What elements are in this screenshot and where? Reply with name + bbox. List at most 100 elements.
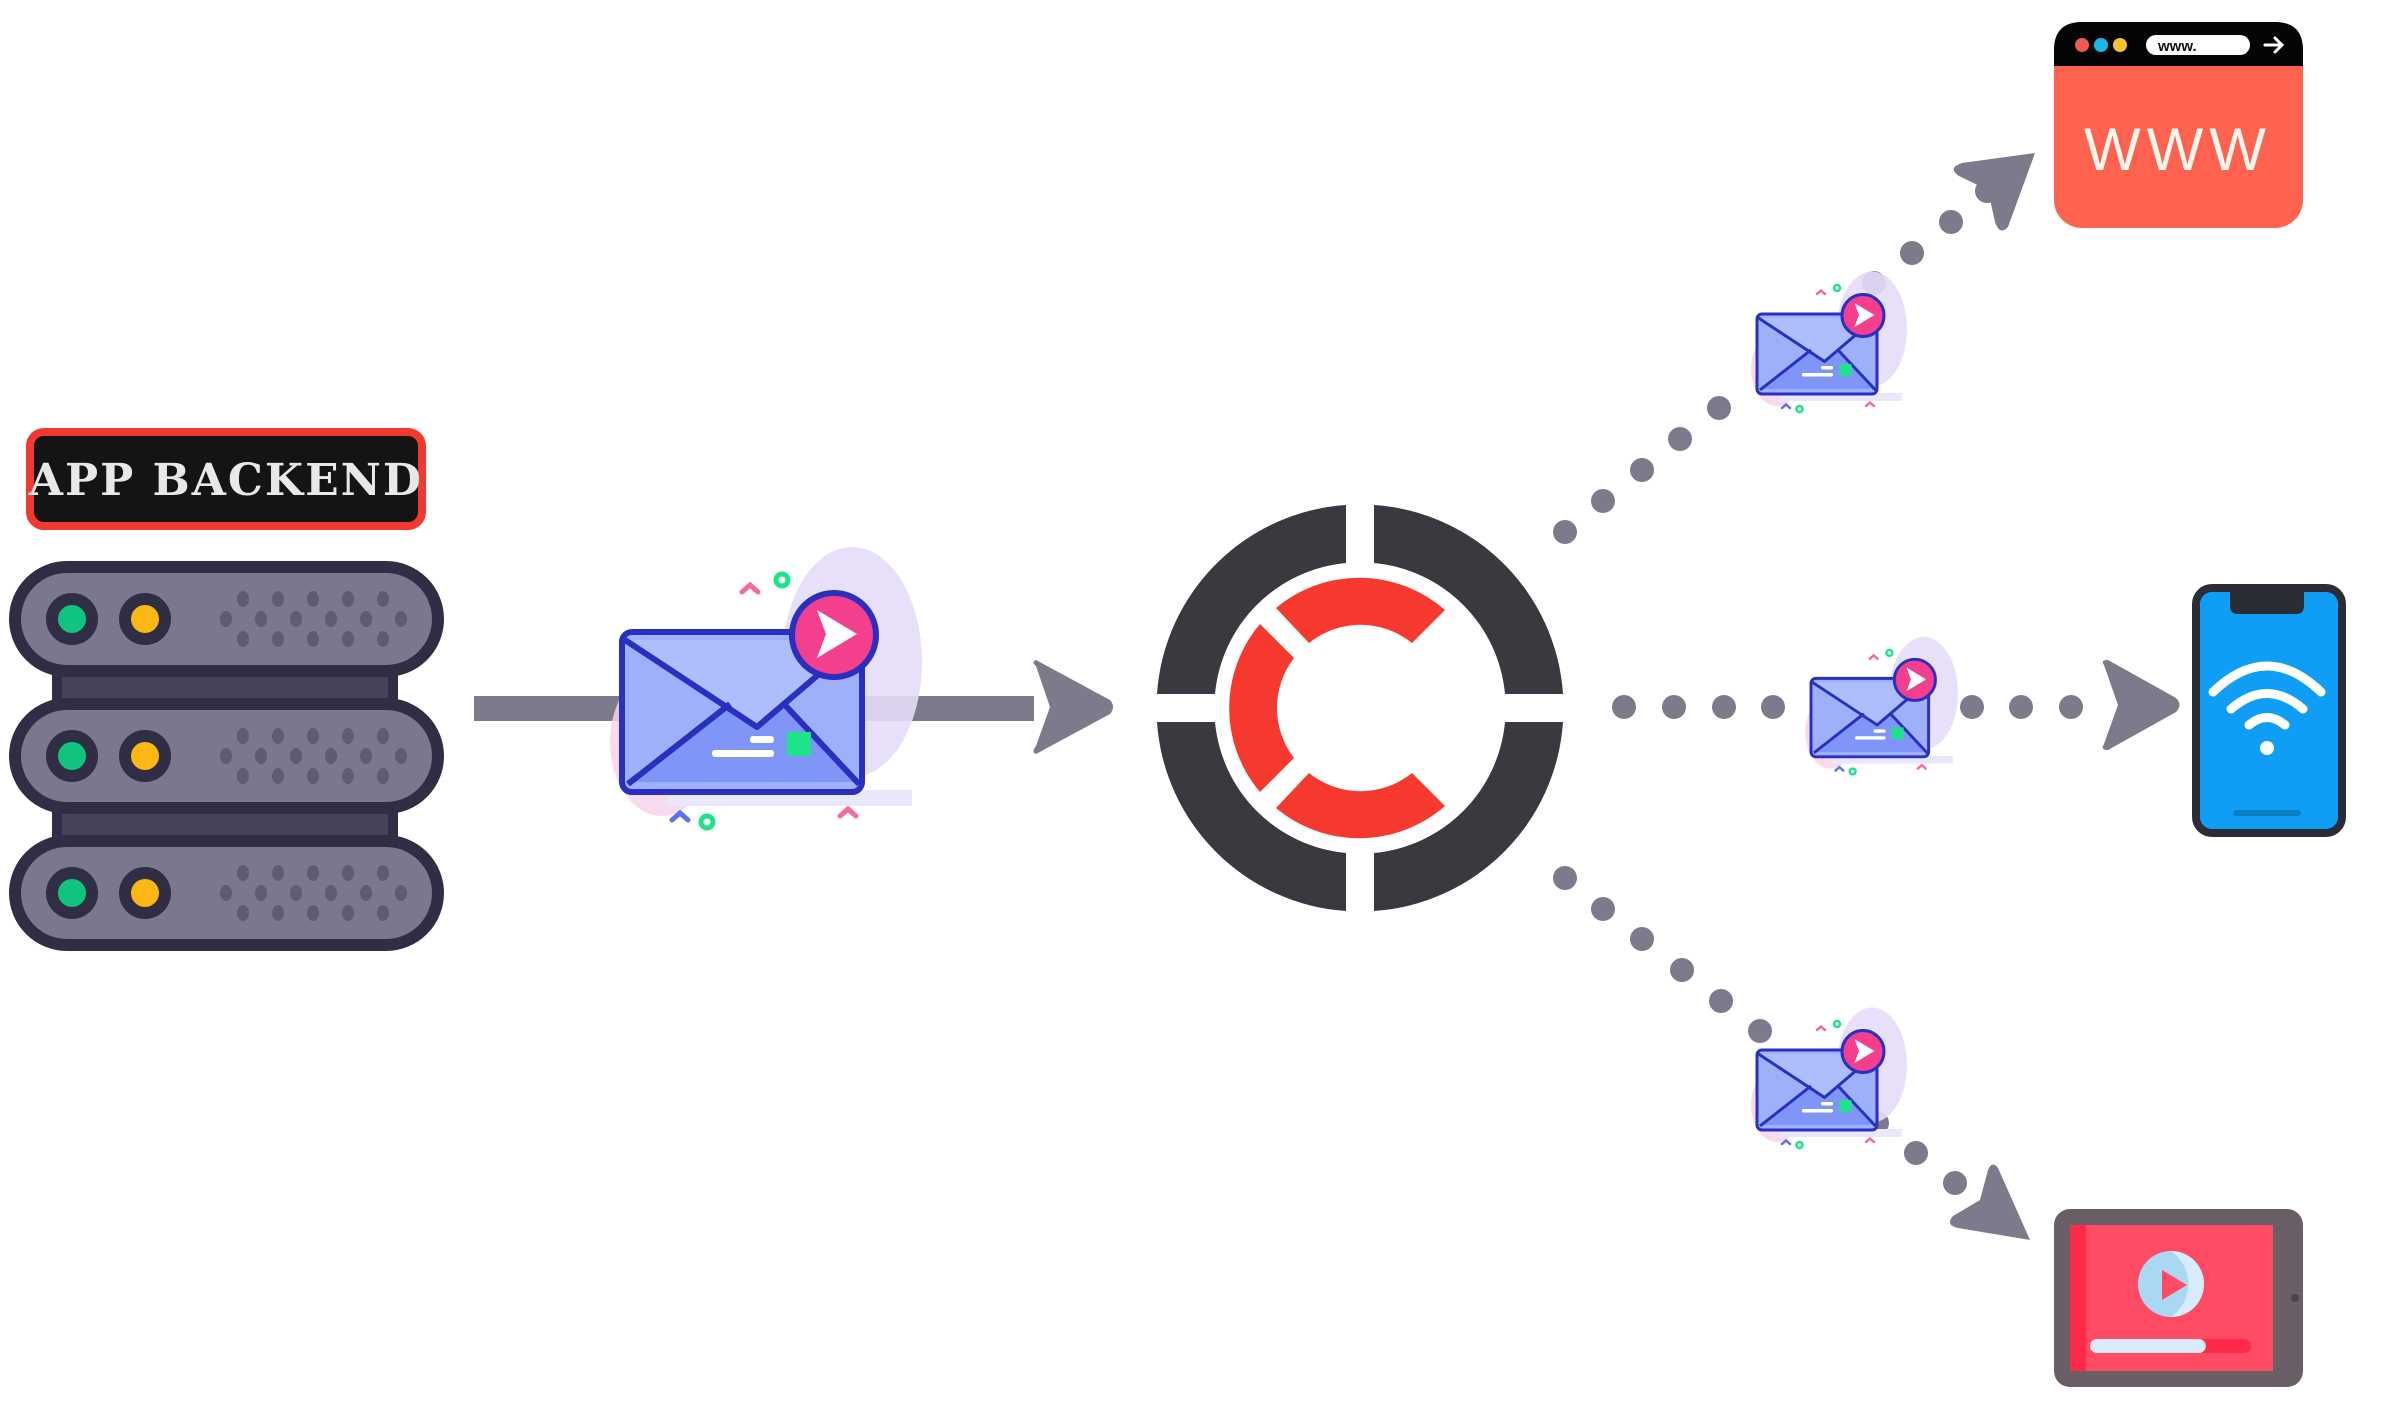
video-progress-bar — [2090, 1339, 2251, 1353]
vent-hole — [377, 905, 389, 921]
vent-hole — [290, 885, 302, 901]
window-dot-icon — [2094, 38, 2108, 52]
arrowhead-icon — [1949, 1164, 2030, 1240]
vent-hole — [342, 591, 354, 607]
connector-dot — [1748, 1019, 1772, 1043]
vent-hole — [290, 748, 302, 764]
vent-hole — [377, 728, 389, 744]
vent-hole — [237, 768, 249, 784]
connector-dot — [1943, 1171, 1967, 1195]
vent-hole — [272, 728, 284, 744]
source-label: APP BACKEND — [26, 428, 426, 530]
vent-hole — [237, 728, 249, 744]
connector-dot — [1591, 897, 1615, 921]
server-rack-icon — [9, 561, 444, 951]
vent-hole — [360, 748, 372, 764]
vent-hole — [272, 865, 284, 881]
connector-dot — [1670, 958, 1694, 982]
connector-dot — [1591, 489, 1615, 513]
browser-window-icon: www. WWW — [2054, 22, 2303, 228]
vent-hole — [377, 631, 389, 647]
vent-hole — [377, 591, 389, 607]
vent-hole — [360, 885, 372, 901]
vent-hole — [307, 768, 319, 784]
connector-dot — [1939, 210, 1963, 234]
connector-dot — [1662, 695, 1686, 719]
vent-hole — [237, 591, 249, 607]
led-yellow-icon — [119, 867, 171, 919]
led-green-icon — [46, 867, 98, 919]
vent-hole — [237, 631, 249, 647]
vent-hole — [220, 885, 232, 901]
vent-hole — [342, 768, 354, 784]
arrowhead-icon — [2102, 660, 2180, 750]
connector-dot — [1668, 427, 1692, 451]
connector-dot — [1900, 241, 1924, 265]
smartphone-icon — [2192, 584, 2346, 837]
window-dot-icon — [2075, 38, 2089, 52]
vent-hole — [237, 905, 249, 921]
vent-hole — [377, 865, 389, 881]
vent-hole — [377, 768, 389, 784]
wifi-icon — [2208, 661, 2326, 755]
connector-dot — [2009, 695, 2033, 719]
vent-holes — [220, 591, 407, 921]
vent-hole — [272, 591, 284, 607]
vent-hole — [307, 631, 319, 647]
connector-dot — [1707, 396, 1731, 420]
vent-hole — [342, 631, 354, 647]
vent-hole — [272, 905, 284, 921]
vent-hole — [272, 768, 284, 784]
vent-hole — [237, 865, 249, 881]
connector-dot — [1553, 866, 1577, 890]
vent-hole — [307, 728, 319, 744]
connector-dot — [1904, 1141, 1928, 1165]
email-send-icon — [1749, 270, 1909, 414]
vent-hole — [325, 748, 337, 764]
arrowhead-icon — [1953, 153, 2035, 231]
vent-hole — [325, 885, 337, 901]
source-label-text: APP BACKEND — [28, 455, 423, 506]
vent-hole — [307, 905, 319, 921]
connector-dot — [1709, 989, 1733, 1013]
vent-hole — [395, 748, 407, 764]
connector-dot — [1630, 458, 1654, 482]
connector-dot — [2059, 695, 2083, 719]
led-green-icon — [46, 593, 98, 645]
vent-hole — [255, 885, 267, 901]
tablet-video-icon — [2054, 1209, 2303, 1387]
vent-hole — [395, 885, 407, 901]
vent-hole — [342, 865, 354, 881]
arrowhead-icon — [1033, 660, 1113, 754]
email-send-icon — [1803, 635, 1960, 776]
vent-hole — [255, 748, 267, 764]
email-send-icon — [610, 547, 922, 828]
hub-logo — [1157, 505, 1563, 911]
vent-hole — [220, 611, 232, 627]
vent-hole — [325, 611, 337, 627]
vent-hole — [272, 631, 284, 647]
vent-hole — [290, 611, 302, 627]
url-bar-text: www. — [2157, 38, 2197, 55]
url-bar — [2146, 35, 2250, 55]
vent-hole — [395, 611, 407, 627]
vent-hole — [342, 728, 354, 744]
led-yellow-icon — [119, 593, 171, 645]
connector-dot — [1960, 695, 1984, 719]
arrow-right-icon — [2263, 36, 2285, 54]
vent-hole — [307, 865, 319, 881]
led-yellow-icon — [119, 730, 171, 782]
hub-c-mark — [1229, 577, 1445, 839]
vent-hole — [220, 748, 232, 764]
vent-hole — [360, 611, 372, 627]
connector-dot — [1630, 927, 1654, 951]
vent-hole — [255, 611, 267, 627]
connector-dot — [1612, 695, 1636, 719]
hub-outer-ring — [1157, 505, 1563, 911]
connector-dot — [1553, 520, 1577, 544]
vent-hole — [342, 905, 354, 921]
window-dot-icon — [2113, 38, 2127, 52]
browser-body-text: WWW — [2084, 116, 2272, 183]
vent-hole — [307, 591, 319, 607]
